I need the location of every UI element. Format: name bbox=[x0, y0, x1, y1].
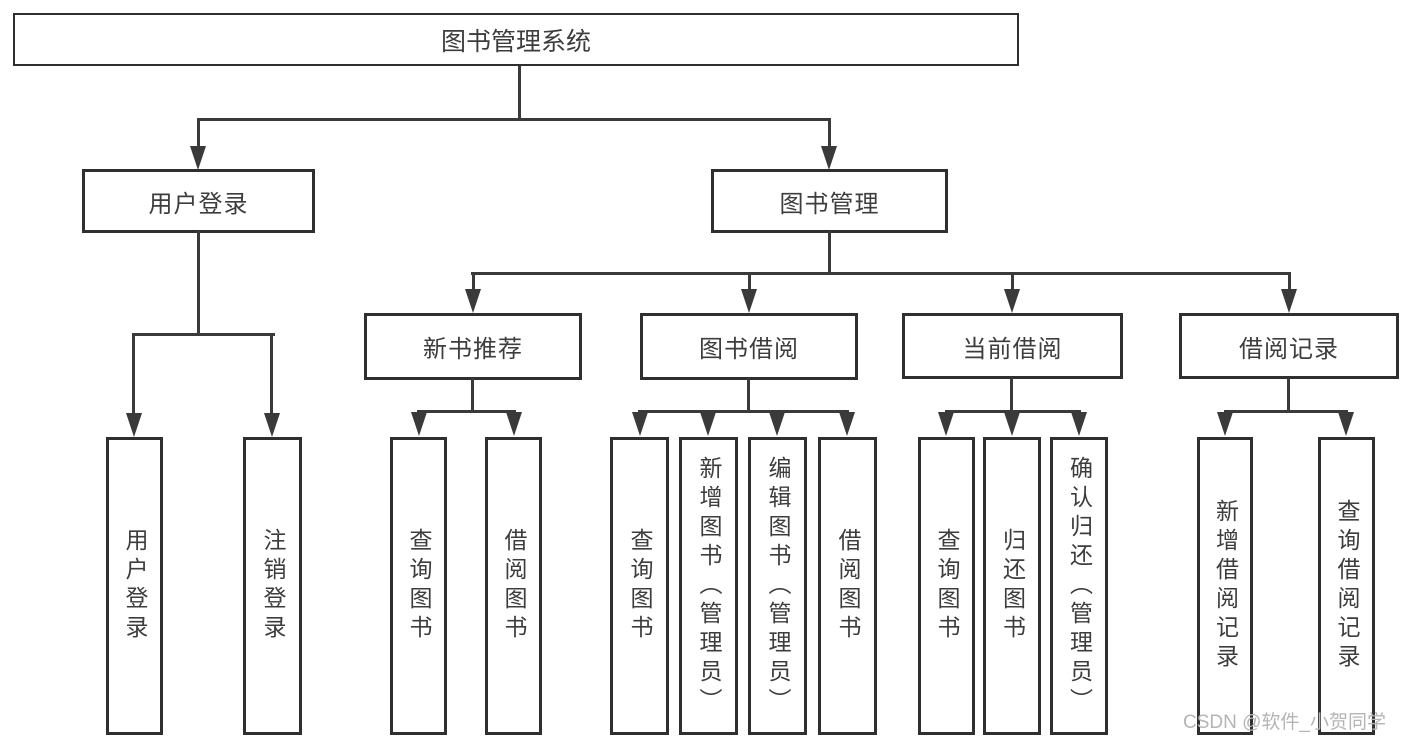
leaf-recommend-borrow-books-label: 借阅图书 bbox=[501, 528, 527, 644]
leaf-recommend-query-books-label: 查询图书 bbox=[406, 528, 432, 644]
arrowhead-icon bbox=[1281, 289, 1297, 313]
arrowhead-icon bbox=[465, 289, 481, 313]
connector-drop-leaf-logout bbox=[270, 333, 273, 415]
csdn-watermark: CSDN @软件_小贺同学 bbox=[1183, 712, 1386, 733]
connector-borrow-records-branch bbox=[1224, 410, 1348, 413]
leaf-borrow-query-books: 查询图书 bbox=[610, 437, 669, 735]
node-book-management: 图书管理 bbox=[711, 169, 948, 233]
leaf-current-return-books-label: 归还图书 bbox=[999, 528, 1026, 644]
leaf-borrow-add-books-admin: 新增图书（管理员） bbox=[679, 437, 738, 735]
leaf-borrow-borrow-books: 借阅图书 bbox=[818, 437, 877, 735]
connector-drop-current-borrow bbox=[1011, 272, 1014, 292]
leaf-current-confirm-return-admin: 确认归还（管理员） bbox=[1050, 437, 1108, 735]
node-root-label: 图书管理系统 bbox=[440, 27, 591, 56]
connector-borrow-records-stem bbox=[1287, 378, 1290, 413]
leaf-user-login: 用户登录 bbox=[106, 437, 163, 735]
arrowhead-icon bbox=[741, 289, 757, 313]
connector-drop-book-borrow bbox=[748, 272, 751, 292]
connector-drop-borrow-records bbox=[1288, 272, 1291, 292]
connector-book-borrow-stem bbox=[747, 378, 750, 413]
connector-new-book-stem bbox=[471, 378, 474, 413]
leaf-borrow-add-books-admin-label: 新增图书（管理员） bbox=[696, 455, 722, 717]
arrowhead-icon bbox=[938, 412, 954, 436]
connector-new-book-branch bbox=[417, 410, 516, 413]
leaf-borrow-edit-books-admin-label: 编辑图书（管理员） bbox=[765, 455, 791, 717]
arrowhead-icon bbox=[769, 412, 785, 436]
connector-current-borrow-branch bbox=[945, 410, 1081, 413]
leaf-current-confirm-return-admin-label: 确认归还（管理员） bbox=[1066, 455, 1093, 717]
leaf-recommend-borrow-books: 借阅图书 bbox=[485, 437, 542, 735]
arrowhead-icon bbox=[1338, 412, 1354, 436]
arrowhead-icon bbox=[506, 412, 522, 436]
arrowhead-icon bbox=[264, 413, 280, 437]
leaf-records-query-record: 查询借阅记录 bbox=[1318, 437, 1375, 735]
connector-book-borrow-branch bbox=[638, 410, 849, 413]
leaf-borrow-borrow-books-label: 借阅图书 bbox=[835, 528, 861, 644]
arrowhead-icon bbox=[700, 412, 716, 436]
arrowhead-icon bbox=[1217, 412, 1233, 436]
node-borrow-records-label: 借阅记录 bbox=[1239, 335, 1339, 363]
connector-drop-new-book bbox=[472, 272, 475, 292]
node-book-management-label: 图书管理 bbox=[779, 190, 880, 218]
connector-user-login-branch bbox=[132, 333, 275, 336]
arrowhead-icon bbox=[839, 412, 855, 436]
node-new-book-recommend-label: 新书推荐 bbox=[423, 336, 523, 363]
node-book-borrow: 图书借阅 bbox=[640, 313, 858, 380]
node-user-login: 用户登录 bbox=[82, 169, 315, 233]
leaf-logout: 注销登录 bbox=[243, 437, 302, 735]
arrowhead-icon bbox=[190, 146, 206, 170]
leaf-borrow-edit-books-admin: 编辑图书（管理员） bbox=[748, 437, 807, 735]
connector-drop-leaf-login bbox=[132, 333, 135, 415]
leaf-logout-label: 注销登录 bbox=[260, 528, 286, 644]
connector-drop-book-management bbox=[828, 118, 831, 148]
leaf-current-query-books-label: 查询图书 bbox=[934, 528, 960, 644]
arrowhead-icon bbox=[1071, 412, 1087, 436]
node-book-borrow-label: 图书借阅 bbox=[699, 336, 799, 363]
leaf-recommend-query-books: 查询图书 bbox=[390, 437, 447, 735]
node-new-book-recommend: 新书推荐 bbox=[364, 313, 582, 380]
arrowhead-icon bbox=[1004, 289, 1020, 313]
leaf-user-login-label: 用户登录 bbox=[122, 528, 148, 644]
leaf-borrow-query-books-label: 查询图书 bbox=[627, 528, 653, 644]
node-current-borrow-label: 当前借阅 bbox=[962, 335, 1063, 363]
leaf-current-query-books: 查询图书 bbox=[918, 437, 975, 735]
connector-drop-user-login bbox=[197, 118, 200, 148]
leaf-current-return-books: 归还图书 bbox=[983, 437, 1041, 735]
connector-user-login-stem bbox=[197, 231, 200, 336]
connector-current-borrow-stem bbox=[1010, 378, 1013, 413]
arrowhead-icon bbox=[411, 412, 427, 436]
node-root: 图书管理系统 bbox=[13, 13, 1019, 66]
node-user-login-label: 用户登录 bbox=[148, 190, 249, 218]
arrowhead-icon bbox=[126, 413, 142, 437]
leaf-records-add-record-label: 新增借阅记录 bbox=[1212, 499, 1239, 673]
arrowhead-icon bbox=[821, 146, 837, 170]
leaf-records-query-record-label: 查询借阅记录 bbox=[1334, 499, 1360, 673]
arrowhead-icon bbox=[1004, 412, 1020, 436]
arrowhead-icon bbox=[632, 412, 648, 436]
node-borrow-records: 借阅记录 bbox=[1179, 313, 1399, 379]
connector-book-management-stem bbox=[828, 231, 831, 275]
connector-root-stem bbox=[518, 66, 521, 120]
node-current-borrow: 当前借阅 bbox=[902, 313, 1123, 379]
connector-root-branch bbox=[197, 118, 831, 121]
leaf-records-add-record: 新增借阅记录 bbox=[1197, 437, 1253, 735]
connector-book-management-branch bbox=[471, 272, 1291, 275]
